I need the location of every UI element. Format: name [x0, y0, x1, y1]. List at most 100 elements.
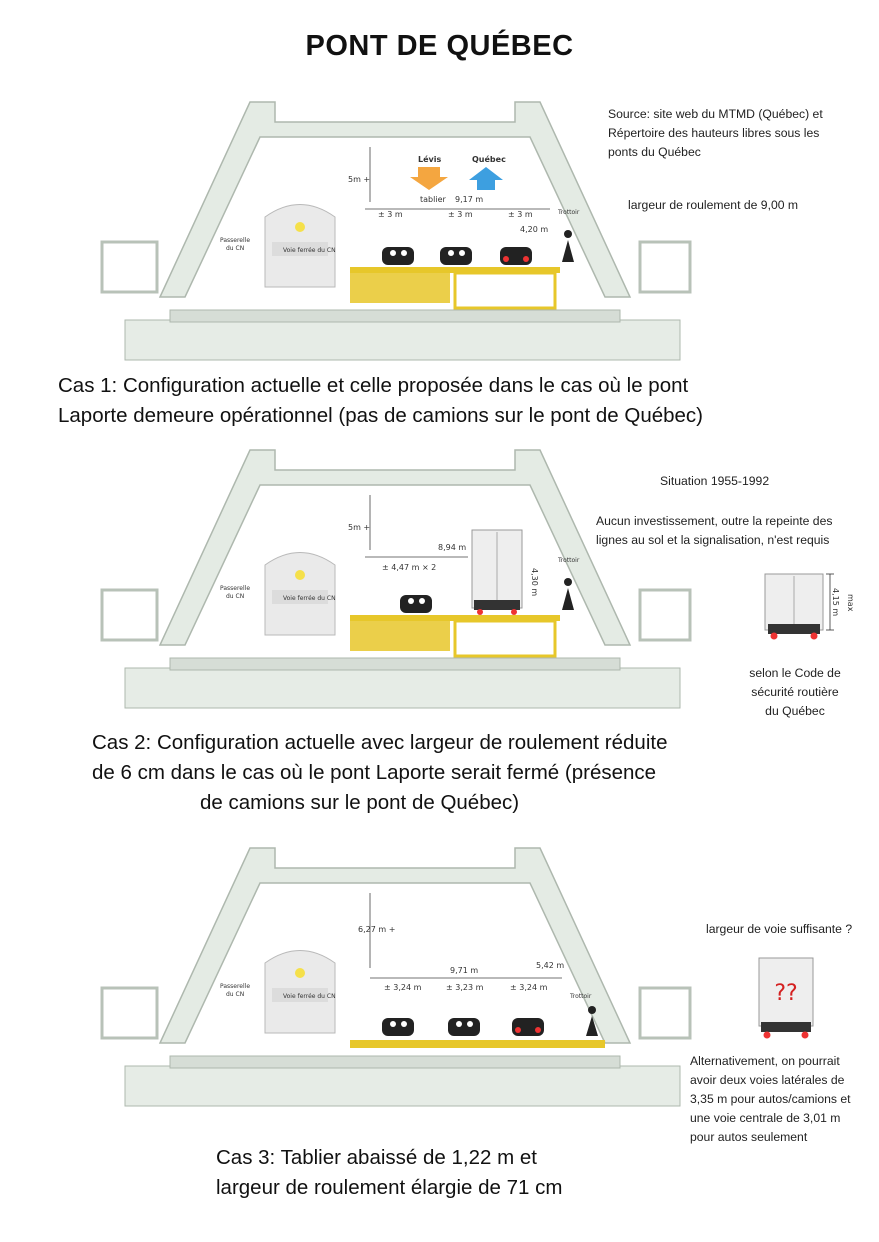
bridge-foundation — [124, 319, 681, 361]
clearance-label: 5m + — [348, 175, 370, 184]
width-note: largeur de roulement de 9,00 m — [628, 198, 799, 212]
question-note: largeur de voie suffisante ? — [706, 922, 853, 936]
caption-line: de camions sur le pont de Québec) — [200, 791, 520, 814]
truss-frame — [158, 847, 632, 1044]
source-line: Source: site web du MTMD (Québec) et — [608, 107, 823, 121]
lane-width-label: ± 3 m — [508, 210, 533, 219]
lane-width-label: ± 4,47 m × 2 — [382, 563, 436, 572]
alt-line: Alternativement, on pourrait — [690, 1054, 840, 1068]
train-icon — [264, 950, 336, 1034]
passerelle-label-line1: Passerelle — [220, 237, 250, 244]
deck-width-label: 8,94 m — [438, 543, 466, 552]
bridge-section-cas-3: Voie ferrée du CN Passerelle du CN Trott… — [100, 838, 692, 1107]
right-railing — [638, 588, 692, 642]
pedestrian-icon — [562, 578, 574, 610]
left-railing — [100, 588, 159, 642]
bridge-cross-section-diagram: Voie ferrée du CN Passerelle du CN Trott… — [100, 847, 692, 1107]
car-icon — [400, 595, 432, 613]
truck-code-note: selon le Code de sécurité routière du Qu… — [725, 664, 865, 721]
deck-support-left — [350, 273, 450, 303]
car-icon — [448, 1018, 480, 1036]
deck-support-left — [350, 621, 450, 651]
truck-code-line: selon le Code de — [749, 666, 841, 680]
road-deck — [350, 267, 560, 273]
arrow-levis-label: Lévis — [418, 154, 441, 164]
bridge-foundation — [124, 1065, 681, 1107]
trottoir-label: Trottoir — [557, 557, 580, 564]
bridge-chord — [169, 657, 621, 671]
caption-line: Laporte demeure opérationnel (pas de cam… — [58, 404, 704, 427]
passerelle-label-line2: du CN — [226, 991, 244, 998]
arrow-quebec-label: Québec — [472, 154, 506, 164]
lane-width-label: ± 3 m — [448, 210, 473, 219]
car-icon — [382, 247, 414, 265]
caption-line: largeur de roulement élargie de 71 cm — [216, 1176, 563, 1199]
bridge-chord — [169, 309, 621, 323]
road-deck — [350, 615, 560, 621]
deck-label: tablier — [420, 195, 446, 204]
road-deck — [350, 1040, 605, 1048]
truck-height-label: 4,15 m — [831, 588, 840, 616]
caption-cas-1: Cas 1: Configuration actuelle et celle p… — [58, 371, 703, 431]
situation-note: Situation 1955-1992 — [660, 474, 770, 488]
train-icon — [264, 552, 336, 636]
trottoir-label: Trottoir — [557, 209, 580, 216]
caption-line: Cas 1: Configuration actuelle et celle p… — [58, 374, 689, 397]
passerelle-label-line2: du CN — [226, 593, 244, 600]
voie-ferree-label: Voie ferrée du CN — [283, 247, 336, 254]
source-note: Source: site web du MTMD (Québec) et Rép… — [608, 105, 823, 162]
truss-frame — [158, 101, 632, 298]
alt-line: avoir deux voies latérales de — [690, 1073, 845, 1087]
truss-frame — [158, 449, 632, 646]
left-railing — [100, 240, 159, 294]
truck-code-line: sécurité routière — [751, 685, 839, 699]
lane-width-label: ± 3,24 m — [510, 983, 548, 992]
lane-width-label: ± 3,23 m — [446, 983, 484, 992]
lane-width-label: ± 3,24 m — [384, 983, 422, 992]
passerelle-label-line2: du CN — [226, 245, 244, 252]
source-line: Répertoire des hauteurs libres sous les — [608, 126, 820, 140]
train-icon — [264, 204, 336, 288]
alt-line: pour autos seulement — [690, 1130, 808, 1144]
car-icon — [512, 1018, 544, 1036]
truck-max-label: max — [846, 594, 855, 612]
deck-support-right — [453, 619, 557, 658]
left-railing — [100, 986, 159, 1040]
source-line: ponts du Québec — [608, 145, 701, 159]
truck-icon — [471, 529, 523, 615]
caption-cas-2: Cas 2: Configuration actuelle avec large… — [92, 728, 667, 818]
lane-width-label: ± 3 m — [378, 210, 403, 219]
deck-support-right — [453, 271, 557, 310]
caption-line: de 6 cm dans le cas où le pont Laporte s… — [92, 761, 657, 784]
bridge-cross-section-diagram: Voie ferrée du CN Passerelle du CN Trott… — [100, 449, 692, 709]
right-height-label: 5,42 m — [536, 961, 564, 970]
question-mark: ?? — [774, 981, 797, 1006]
trottoir-label: Trottoir — [569, 993, 592, 1000]
page-title: PONT DE QUÉBEC — [305, 30, 574, 62]
deck-width-label: 9,17 m — [455, 195, 483, 204]
pedestrian-icon — [562, 230, 574, 262]
bridge-chord — [169, 1055, 621, 1069]
deck-width-label: 9,71 m — [450, 966, 478, 975]
right-railing — [638, 240, 692, 294]
alt-line: 3,35 m pour autos/camions et — [690, 1092, 851, 1106]
bridge-foundation — [124, 667, 681, 709]
bridge-section-cas-1: Voie ferrée du CN Passerelle du CN Trott… — [100, 92, 692, 361]
bridge-section-cas-2: Voie ferrée du CN Passerelle du CN Trott… — [100, 440, 692, 709]
alt-line: une voie centrale de 3,01 m — [690, 1111, 841, 1125]
invest-line: Aucun investissement, outre la repeinte … — [596, 514, 833, 528]
truck-rear-icon: 4,15 m max — [764, 573, 855, 640]
caption-cas-3: Cas 3: Tablier abaissé de 1,22 m et larg… — [216, 1143, 562, 1203]
car-icon — [500, 247, 532, 265]
invest-note: Aucun investissement, outre la repeinte … — [596, 512, 832, 550]
clearance-label: 6,27 m + — [358, 925, 395, 934]
passerelle-label-line1: Passerelle — [220, 983, 250, 990]
right-height-label: 4,30 m — [530, 568, 539, 596]
pedestrian-icon — [586, 1006, 598, 1036]
clearance-label: 5m + — [348, 523, 370, 532]
arrow-down-icon — [410, 167, 448, 190]
bridge-cross-section-diagram: Voie ferrée du CN Passerelle du CN Trott… — [100, 101, 692, 361]
voie-ferree-label: Voie ferrée du CN — [283, 595, 336, 602]
truck-code-line: du Québec — [765, 704, 825, 718]
car-icon — [440, 247, 472, 265]
